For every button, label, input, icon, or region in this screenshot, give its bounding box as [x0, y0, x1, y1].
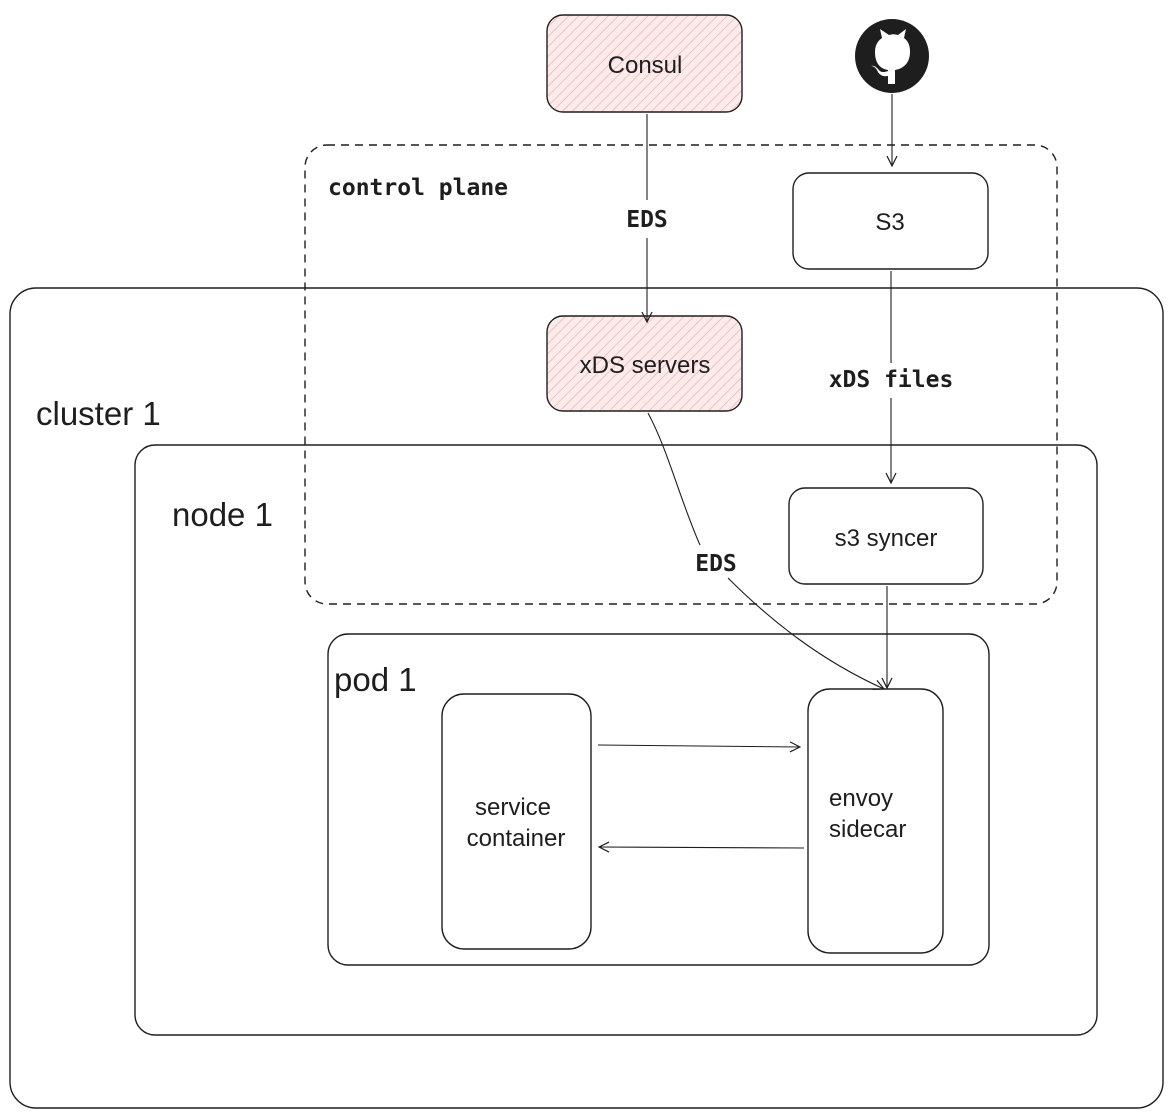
edge-service-to-envoy: [597, 745, 800, 747]
consul-node: [546, 14, 743, 113]
consul-label: Consul: [608, 52, 683, 79]
edge-xds-to-envoy-top: [647, 412, 701, 546]
service-container-label-2: container: [467, 825, 566, 852]
service-container-node: [441, 693, 592, 950]
edge-envoy-to-service: [599, 847, 805, 848]
envoy-sidecar-label-2: sidecar: [829, 816, 906, 843]
pod-label: pod 1: [334, 661, 417, 698]
s3-syncer-node: [788, 487, 984, 585]
node-label: node 1: [172, 496, 273, 533]
edge-label-consul-eds: EDS: [626, 207, 668, 233]
edge-label-xds-eds: EDS: [695, 551, 737, 577]
s3-node: [792, 172, 989, 270]
github-icon: [855, 19, 929, 93]
edge-xds-to-envoy-bottom: [727, 577, 884, 689]
control-plane-label: control plane: [328, 175, 508, 201]
s3-label: S3: [875, 209, 904, 236]
service-container-label-1: service: [475, 794, 551, 821]
control-plane-box: [304, 144, 1058, 605]
cluster-label: cluster 1: [36, 395, 161, 432]
envoy-sidecar-label-1: envoy: [829, 785, 893, 812]
xds-servers-label: xDS servers: [580, 352, 711, 379]
s3-syncer-label: s3 syncer: [835, 525, 938, 552]
edge-label-xds-files: xDS files: [829, 367, 954, 393]
